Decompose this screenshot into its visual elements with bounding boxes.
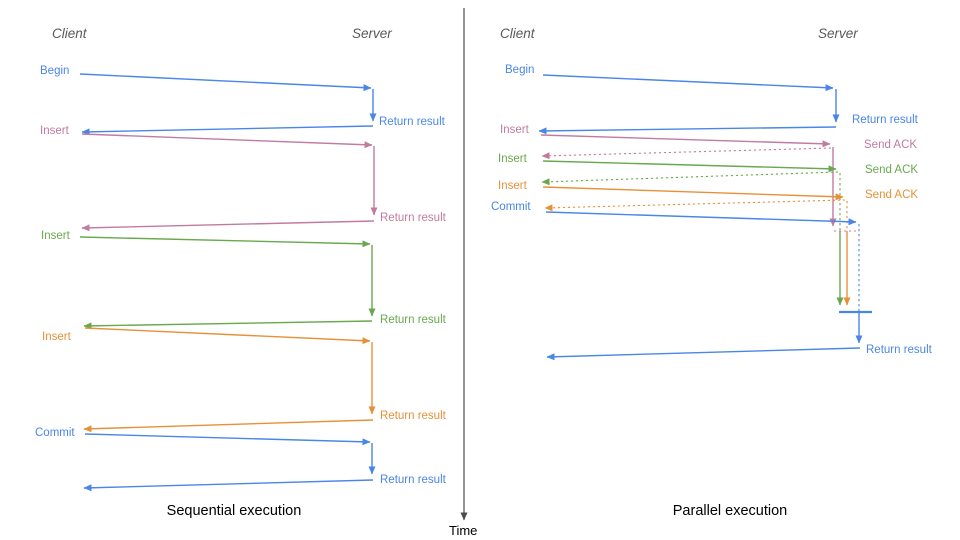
seq-client-header: Client (52, 26, 87, 41)
par-ack2-label: Send ACK (865, 164, 919, 176)
par-commit-label: Commit (491, 201, 531, 213)
par-insert1-request-line (540, 134, 831, 148)
seq-server-header: Server (352, 26, 392, 41)
seq-return3-label: Return result (380, 314, 446, 326)
parallel-title: Parallel execution (672, 503, 788, 519)
par-return-begin-label: Return result (852, 114, 918, 126)
par-ack1-label: Send ACK (864, 139, 918, 151)
par-begin-request-line (542, 74, 834, 92)
seq-return2-label: Return result (380, 212, 446, 224)
par-commit-request-line (545, 211, 857, 226)
seq-insert3-label: Insert (42, 331, 71, 343)
par-ack3-label: Send ACK (865, 189, 919, 201)
par-insert3-request-line (542, 186, 844, 201)
seq-insert1-request-line (81, 133, 373, 149)
seq-return5-label: Return result (380, 474, 446, 486)
par-insert1-ack-line (541, 147, 832, 160)
seq-insert2-label: Insert (41, 230, 70, 242)
sequential-arrows (79, 73, 378, 492)
seq-commit-return-line (83, 479, 374, 492)
seq-begin-label: Begin (40, 65, 70, 77)
par-begin-return-line (538, 126, 837, 135)
seq-insert3-return-line (83, 419, 374, 433)
seq-insert3-request-line (84, 327, 371, 345)
par-insert2-request-line (542, 160, 837, 173)
seq-commit-label: Commit (35, 427, 75, 439)
seq-insert2-request-line (79, 236, 371, 248)
par-client-header: Client (500, 26, 535, 41)
sequential-title: Sequential execution (166, 503, 302, 519)
seq-insert1-return-line (81, 220, 375, 232)
par-final-return-line (546, 347, 861, 361)
par-insert1-label: Insert (500, 124, 529, 136)
seq-begin-request-line (79, 73, 372, 92)
par-begin-label: Begin (505, 64, 535, 76)
par-server-header: Server (818, 26, 858, 41)
seq-return4-label: Return result (380, 410, 446, 422)
seq-commit-request-line (84, 433, 371, 446)
par-insert3-ack-line (544, 199, 846, 212)
parallel-arrows (538, 74, 872, 361)
par-insert2-ack-line (541, 171, 839, 186)
par-return-final-label: Return result (866, 344, 932, 356)
par-insert3-label: Insert (498, 180, 527, 192)
seq-insert1-label: Insert (40, 125, 69, 137)
seq-begin-return-line (81, 125, 374, 136)
seq-return1-label: Return result (379, 116, 445, 128)
seq-insert2-return-line (83, 320, 373, 330)
par-insert2-label: Insert (498, 153, 527, 165)
time-axis-label: Time (449, 523, 478, 538)
